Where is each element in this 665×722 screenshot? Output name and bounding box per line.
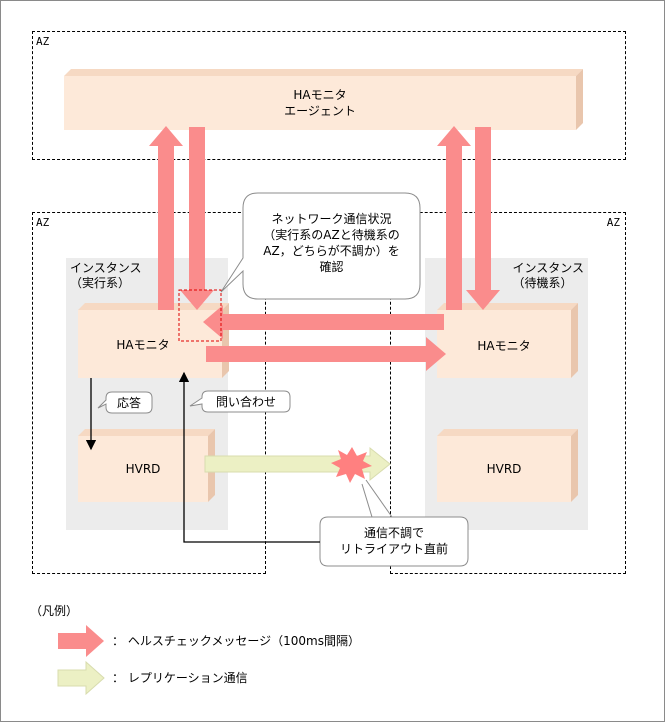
instance-standby-label: インスタンス （待機系）	[512, 261, 584, 290]
legend-replication-label: ： レプリケーション通信	[112, 671, 248, 685]
instance-active-label: インスタンス （実行系）	[70, 261, 142, 290]
ha-monitor-agent-box	[64, 69, 583, 130]
heartbeat-arrow-left-down	[180, 127, 214, 310]
inquiry-callout	[189, 390, 291, 413]
legend-heartbeat-label: ： ヘルスチェックメッセージ（100ms間隔）	[112, 634, 360, 648]
communication-failure-burst	[331, 447, 372, 483]
failure-note: 通信不調で リトライアウト直前	[339, 526, 448, 556]
heartbeat-arrow-to-standby	[206, 337, 446, 371]
inquiry-label: 問い合わせ	[215, 395, 276, 409]
active-ha-monitor-box	[78, 303, 229, 378]
active-hvrd-label: HVRD	[125, 462, 161, 476]
standby-hvrd-box	[437, 429, 578, 502]
az-label: AZ	[36, 35, 50, 48]
az-label: AZ	[606, 216, 620, 229]
standby-ha-monitor-box	[437, 303, 578, 378]
active-ha-monitor-label: HAモニタ	[116, 338, 170, 352]
az-right: AZ	[390, 212, 626, 574]
active-hvrd-box	[78, 429, 215, 502]
heartbeat-arrow-to-active	[203, 305, 444, 339]
legend-replication-arrow	[57, 660, 105, 696]
az-label: AZ	[36, 216, 50, 229]
ha-monitor-agent-label: HAモニタ エージェント	[284, 88, 356, 118]
network-status-note: ネットワーク通信状況 （実行系のAZと待機系の AZ，どちらが不調か）を 確認	[263, 212, 400, 274]
legend-title: （凡例）	[30, 604, 79, 618]
legend-heartbeat-arrow	[58, 625, 104, 657]
standby-hvrd-label: HVRD	[486, 462, 522, 476]
heartbeat-arrow-left-up	[149, 126, 183, 310]
heartbeat-arrow-right-down	[466, 127, 500, 310]
network-status-callout	[220, 192, 421, 300]
response-callout	[97, 391, 153, 414]
inquiry-arrow	[178, 371, 320, 543]
response-label: 応答	[116, 396, 141, 410]
failure-callout	[319, 479, 469, 567]
network-check-region	[178, 289, 222, 342]
az-top: AZ	[32, 31, 626, 160]
heartbeat-arrow-right-up	[437, 126, 471, 310]
standby-ha-monitor-label: HAモニタ	[477, 339, 531, 353]
